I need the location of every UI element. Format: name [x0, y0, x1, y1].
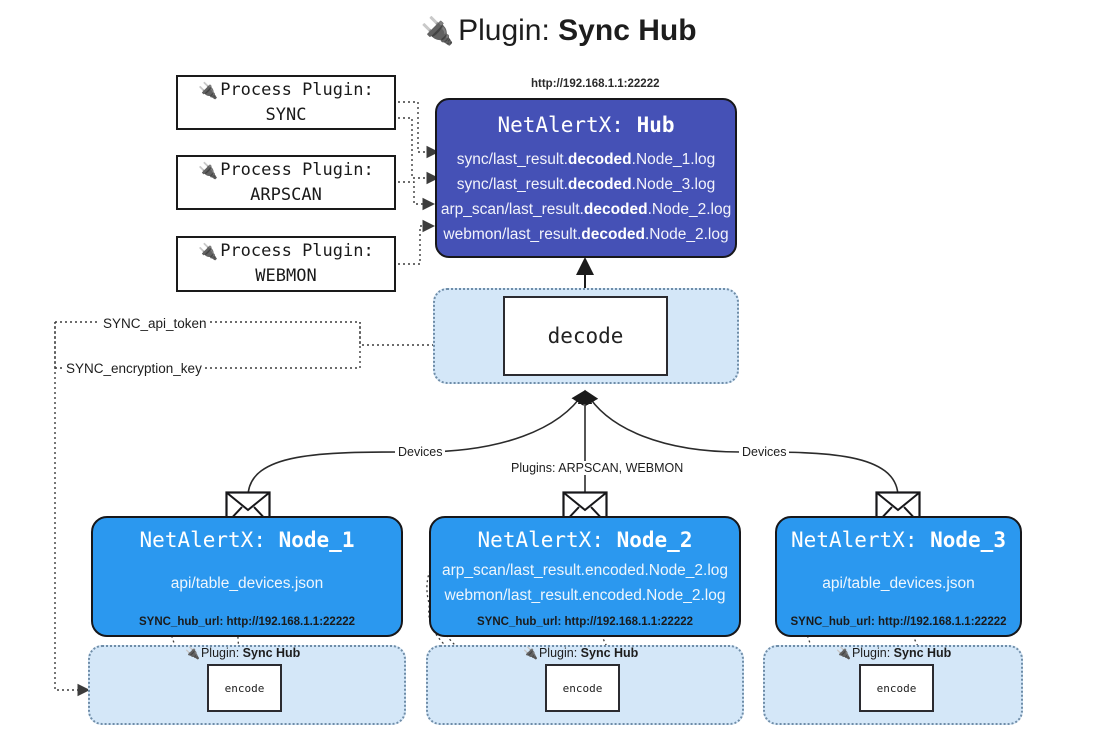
- hub-logline-3: arp_scan/last_result.decoded.Node_2.log: [440, 201, 732, 219]
- process-plugin-line2: ARPSCAN: [250, 184, 322, 205]
- process-plugin-box-webmon[interactable]: 🔌 Process Plugin: WEBMON: [176, 236, 396, 292]
- secret-label-encryption-key: SYNC_encryption_key: [63, 361, 205, 376]
- edge-encryption-key-to-encode: [54, 322, 91, 697]
- decode-box[interactable]: decode: [503, 296, 668, 376]
- encode-box-node-2[interactable]: encode: [545, 664, 620, 712]
- page-title: 🔌Plugin: Sync Hub: [0, 14, 1117, 48]
- edge-label-plugins-center: Plugins: ARPSCAN, WEBMON: [508, 461, 687, 475]
- process-plugin-line1: Process Plugin:: [220, 241, 374, 262]
- node-title: NetAlertX: Node_3: [791, 528, 1006, 552]
- node-line: webmon/last_result.encoded.Node_2.log: [444, 587, 726, 604]
- page-title-name: Sync Hub: [558, 14, 697, 47]
- node-footer: SYNC_hub_url: http://192.168.1.1:22222: [138, 616, 356, 628]
- node-line: api/table_devices.json: [170, 574, 324, 592]
- edge-sync-to-hubline2: [398, 117, 440, 185]
- hub-box[interactable]: NetAlertX: Hub sync/last_result.decoded.…: [435, 98, 737, 258]
- plug-icon: 🔌: [185, 646, 200, 660]
- encode-box-node-3[interactable]: encode: [859, 664, 934, 712]
- hub-logline-2: sync/last_result.decoded.Node_3.log: [456, 176, 716, 194]
- plug-icon: 🔌: [420, 16, 455, 46]
- secret-label-api-token: SYNC_api_token: [100, 316, 210, 331]
- plug-icon: 🔌: [836, 646, 851, 660]
- node-title: NetAlertX: Node_1: [139, 528, 355, 552]
- hub-logline-4: webmon/last_result.decoded.Node_2.log: [443, 226, 729, 244]
- hub-title: NetAlertX: Hub: [497, 113, 675, 137]
- hub-logline-1: sync/last_result.decoded.Node_1.log: [456, 151, 716, 168]
- process-plugin-line1: Process Plugin:: [220, 159, 374, 180]
- encode-panel-label-node-1: 🔌Plugin: Sync Hub: [185, 646, 301, 660]
- process-plugin-box-sync[interactable]: 🔌 Process Plugin: SYNC: [176, 75, 396, 130]
- node-box-node-3[interactable]: NetAlertX: Node_3 api/table_devices.json…: [775, 516, 1022, 637]
- encode-box-node-1[interactable]: encode: [207, 664, 282, 712]
- node-footer: SYNC_hub_url: http://192.168.1.1:22222: [476, 616, 694, 628]
- node-line: api/table_devices.json: [822, 574, 975, 592]
- edge-label-devices-right: Devices: [739, 445, 790, 459]
- process-plugin-line2: SYNC: [265, 104, 307, 125]
- hub-url-label: http://192.168.1.1:22222: [531, 78, 660, 90]
- process-plugin-line2: WEBMON: [255, 266, 317, 286]
- node-line: arp_scan/last_result.encoded.Node_2.log: [441, 562, 729, 580]
- edge-webmon-to-hubline4: [398, 219, 436, 265]
- node-footer: SYNC_hub_url: http://192.168.1.1:22222: [790, 616, 1007, 628]
- node-box-node-2[interactable]: NetAlertX: Node_2 arp_scan/last_result.e…: [429, 516, 741, 637]
- edge-label-devices-left: Devices: [395, 445, 446, 459]
- plug-icon: 🔌: [198, 160, 219, 180]
- edge-sync-to-hubline1: [398, 101, 440, 159]
- node-box-node-1[interactable]: NetAlertX: Node_1 api/table_devices.json…: [91, 516, 403, 637]
- plug-icon: 🔌: [198, 80, 219, 100]
- encode-panel-label-node-3: 🔌Plugin: Sync Hub: [836, 646, 952, 660]
- plug-icon: 🔌: [198, 242, 219, 262]
- edge-arpscan-to-hubline3: [398, 181, 436, 211]
- plug-icon: 🔌: [523, 646, 538, 660]
- page-title-prefix: Plugin:: [458, 14, 559, 47]
- process-plugin-line1: Process Plugin:: [220, 79, 374, 100]
- node-title: NetAlertX: Node_2: [477, 528, 693, 552]
- encode-panel-label-node-2: 🔌Plugin: Sync Hub: [523, 646, 639, 660]
- process-plugin-box-arpscan[interactable]: 🔌 Process Plugin: ARPSCAN: [176, 155, 396, 210]
